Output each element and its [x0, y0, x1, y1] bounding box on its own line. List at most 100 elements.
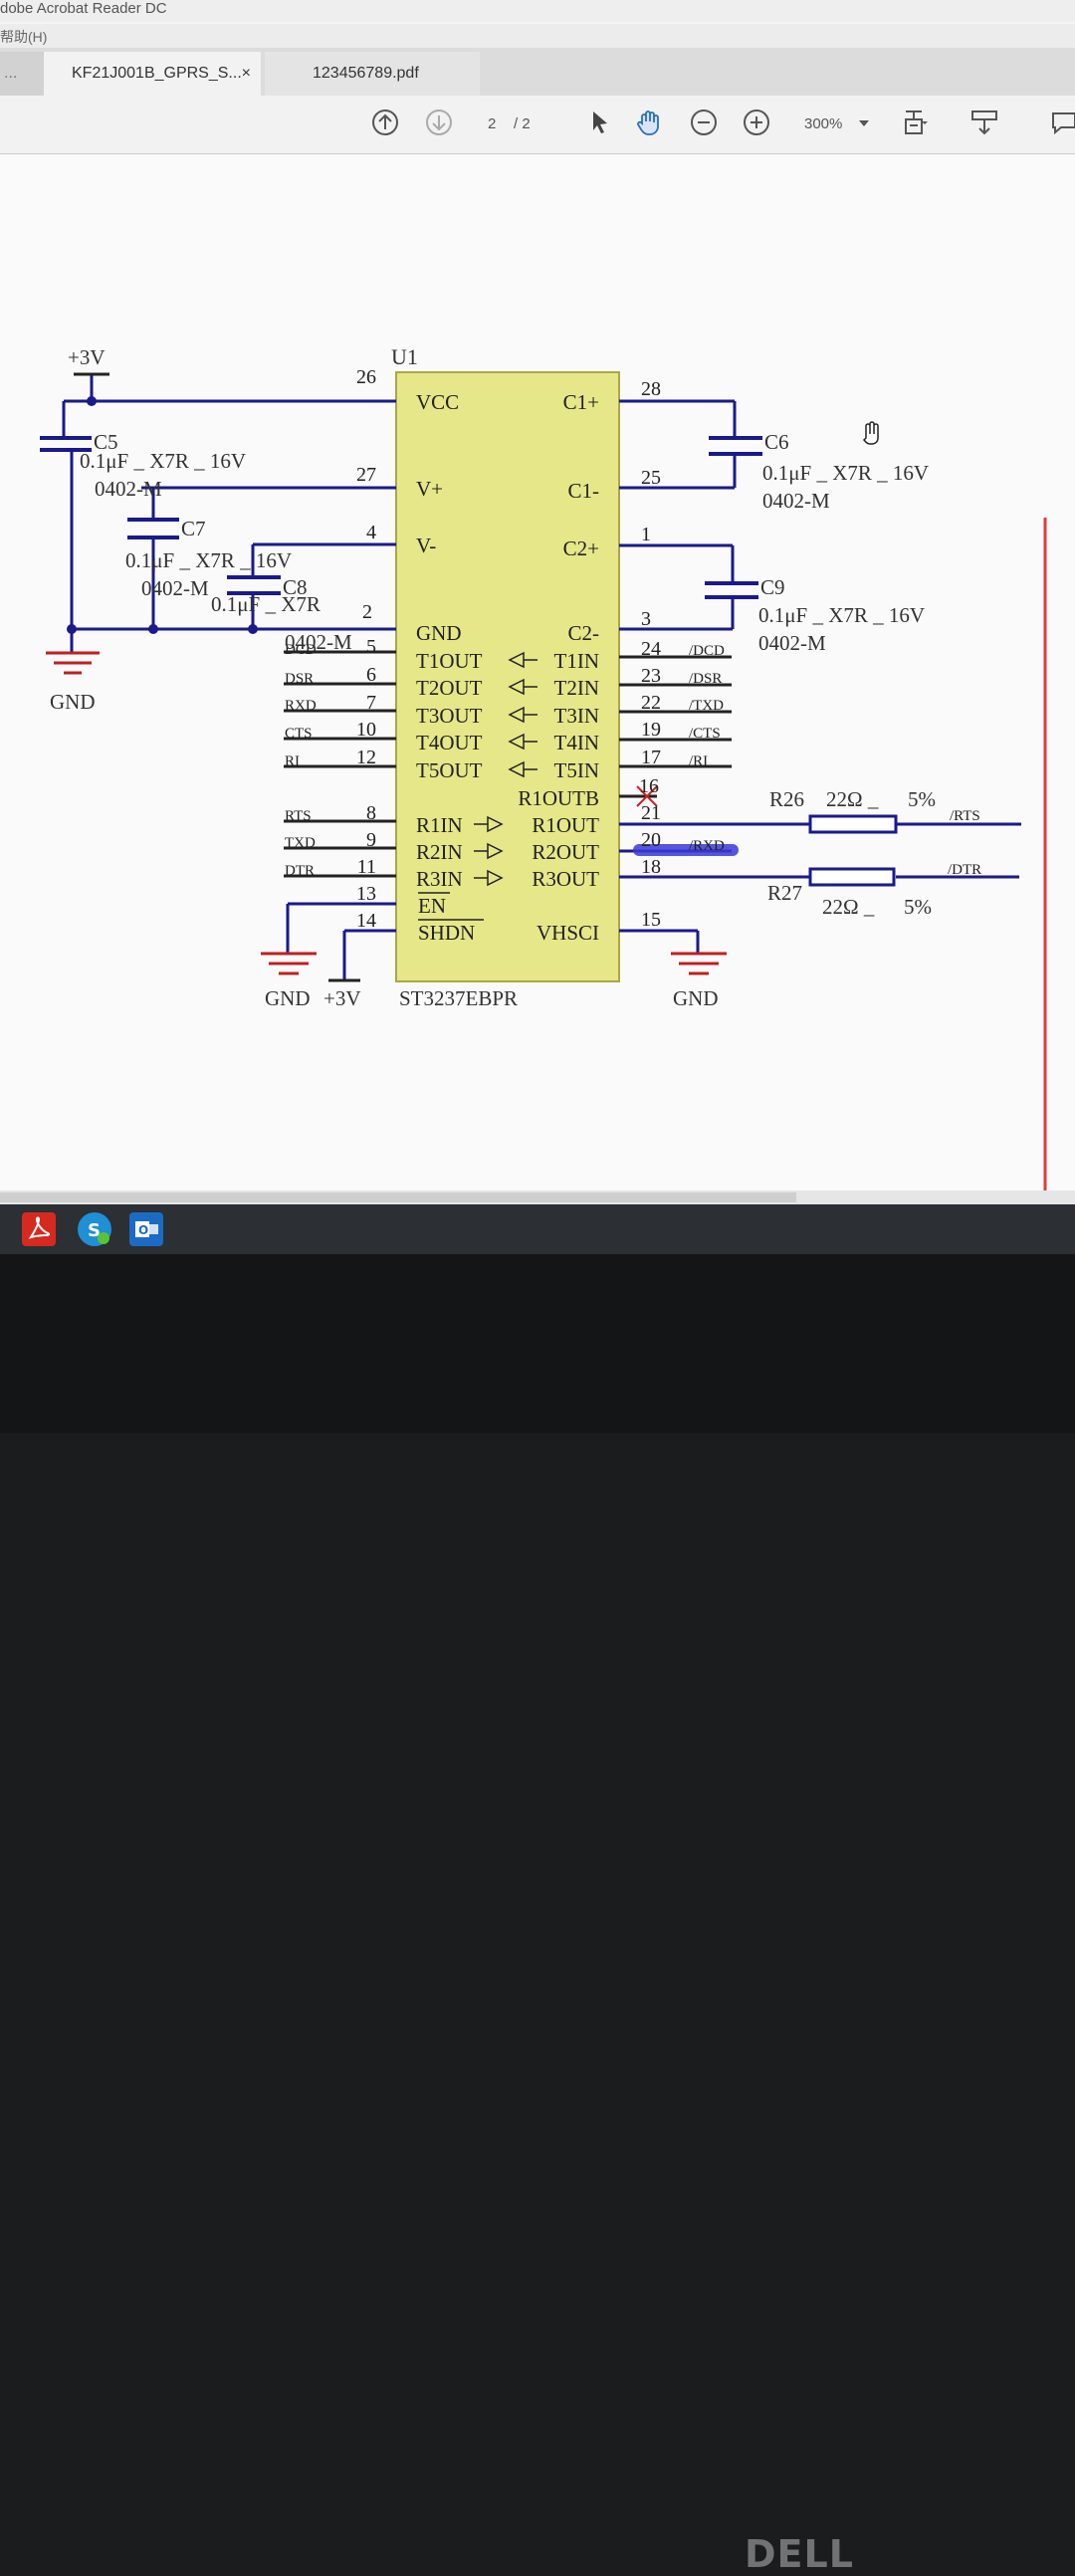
tab-overflow[interactable]: ...: [0, 52, 44, 96]
gnd-symbols: [46, 651, 727, 975]
fit-page-icon[interactable]: [902, 107, 932, 137]
right-net-label: /DSR: [689, 671, 722, 687]
outlook-taskbar-icon[interactable]: O: [129, 1212, 163, 1246]
c7-ref: C7: [181, 517, 206, 540]
pin-number-extra: 16: [639, 775, 659, 797]
right-net-label: /CTS: [689, 726, 721, 742]
left-pin-name: T5OUT: [416, 758, 483, 782]
capacitor-plates: [40, 436, 762, 599]
c8-package: 0402-M: [285, 630, 352, 654]
right-pin-number: 3: [641, 608, 651, 630]
tab-document-2[interactable]: 123456789.pdf: [265, 52, 480, 96]
left-pin-name: R3IN: [416, 867, 463, 891]
left-pin-name: VCC: [416, 390, 459, 414]
c8-value: 0.1μF _ X7R: [211, 592, 321, 616]
left-pin-number: 26: [356, 366, 376, 388]
left-pin-number: 2: [362, 601, 372, 623]
menu-help[interactable]: 帮助(H): [0, 29, 48, 45]
r26-net: /RTS: [950, 808, 980, 824]
schematic-drawing: U1 ST3237EBPR +3V GND VCCV+V-GNDT1OUTT2O…: [40, 344, 1047, 1190]
tab-document-1[interactable]: KF21J001B_GPRS_S... ×: [44, 52, 261, 96]
left-pin-name: R2IN: [416, 840, 463, 864]
svg-text:S: S: [88, 1220, 101, 1241]
left-pin-name: T4OUT: [416, 731, 483, 754]
receive-arrow: [474, 842, 504, 860]
tab-label: 123456789.pdf: [313, 65, 419, 82]
scrollbar-thumb[interactable]: [0, 1192, 796, 1202]
right-pin-name: VHSCI: [537, 921, 599, 945]
tab-bar: ... KF21J001B_GPRS_S... × 123456789.pdf: [0, 48, 1075, 96]
right-net-label: /RXD: [689, 838, 725, 854]
gnd-label-bottom-left: GND: [265, 986, 311, 1010]
left-pin-name: EN: [418, 894, 446, 918]
left-pin-name: T2OUT: [416, 676, 483, 700]
scroll-mode-icon[interactable]: [969, 107, 999, 137]
left-pin-number: 13: [356, 883, 376, 905]
c9-value: 0.1μF _ X7R _ 16V: [758, 603, 925, 627]
left-pin-number: 27: [356, 464, 376, 486]
left-pin-name: V+: [416, 477, 443, 501]
right-pin-number: 20: [641, 829, 661, 851]
resistor-r27: [808, 867, 896, 887]
left-net-label: DTR: [285, 863, 315, 879]
zoom-out-icon[interactable]: [689, 107, 719, 137]
right-pin-names: C1+C1-C2+C2-T1INT2INT3INT4INT5INR1OUTBR1…: [518, 390, 599, 945]
c7-value: 0.1μF _ X7R _ 16V: [125, 548, 292, 572]
select-cursor-icon[interactable]: [585, 107, 615, 137]
acrobat-window: dobe Acrobat Reader DC 帮助(H) ... KF21J00…: [0, 0, 1075, 1254]
page-total: / 2: [514, 115, 531, 132]
tab-close-icon[interactable]: ×: [241, 65, 251, 82]
comment-icon[interactable]: [1049, 107, 1075, 137]
skype-taskbar-icon[interactable]: S: [78, 1212, 111, 1246]
zoom-in-icon[interactable]: [742, 107, 771, 137]
monitor-bezel: DELL: [0, 1254, 1075, 2576]
right-pin-name: R3OUT: [532, 867, 599, 891]
chip-body: [395, 371, 620, 982]
right-pin-name: R1OUTB: [518, 786, 599, 810]
left-net-label: RXD: [285, 698, 317, 714]
next-page-icon[interactable]: [424, 107, 454, 137]
toolbar: 2 / 2 300%: [0, 96, 1075, 154]
r26-ref: R26: [769, 787, 804, 811]
r27-ref: R27: [767, 881, 802, 905]
right-net-label: /TXD: [689, 698, 724, 714]
left-pin-number: 12: [356, 747, 376, 768]
chevron-down-icon[interactable]: [858, 119, 870, 127]
transmit-arrow: [508, 733, 538, 751]
transmit-arrow: [508, 651, 538, 669]
horizontal-scrollbar[interactable]: [0, 1190, 1075, 1204]
c6-ref: C6: [764, 430, 789, 454]
left-pin-number: 11: [357, 856, 376, 878]
left-net-label: DSR: [285, 671, 314, 687]
c5-value: 0.1μF _ X7R _ 16V: [80, 449, 246, 473]
gnd-label-bottom-right: GND: [673, 986, 719, 1010]
page-number-input[interactable]: 2: [488, 115, 497, 132]
title-bar: dobe Acrobat Reader DC: [0, 0, 1075, 22]
right-pin-number: 15: [641, 909, 661, 931]
no-connect-mark: [636, 785, 658, 807]
hand-tool-icon[interactable]: [635, 107, 665, 137]
c5-ref: C5: [94, 430, 118, 454]
chip-ref: U1: [391, 344, 418, 369]
r26-tolerance: 5%: [908, 787, 936, 811]
left-pin-name: R1IN: [416, 813, 463, 837]
left-pin-number: 5: [366, 636, 376, 658]
right-pin-name: T1IN: [554, 649, 600, 673]
right-pin-number: 23: [641, 665, 661, 687]
left-pin-name: GND: [416, 621, 462, 645]
left-pin-name: SHDN: [418, 921, 475, 945]
right-pin-number: 28: [641, 378, 661, 400]
r27-net: /DTR: [948, 862, 981, 878]
transmit-arrow: [508, 760, 538, 778]
tab-label: KF21J001B_GPRS_S...: [72, 65, 242, 82]
transmit-arrow: [508, 706, 538, 724]
acrobat-taskbar-icon[interactable]: [22, 1212, 56, 1246]
right-pin-number: 24: [641, 638, 661, 660]
r27-value: 22Ω _: [822, 895, 875, 919]
chip-part: ST3237EBPR: [399, 986, 518, 1010]
prev-page-icon[interactable]: [370, 107, 400, 137]
zoom-level-select[interactable]: 300%: [804, 115, 843, 132]
right-pin-name: C1-: [568, 479, 600, 503]
